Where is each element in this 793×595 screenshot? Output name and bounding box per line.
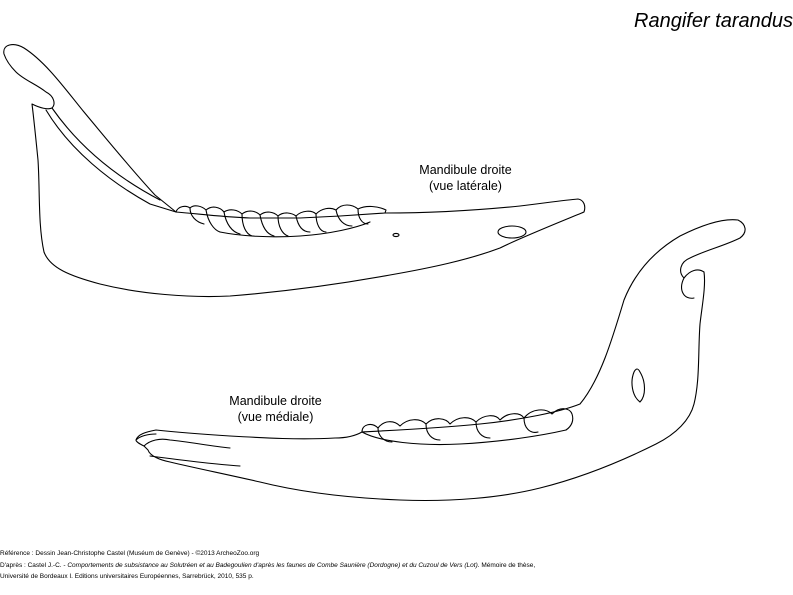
mandible-medial-view <box>135 219 746 502</box>
credits-line2-prefix: D'après : Castel J.-C. - <box>0 561 68 569</box>
label-lateral-view: Mandibule droite (vue latérale) <box>398 162 533 194</box>
species-title: Rangifer tarandus <box>634 10 793 32</box>
label-medial-view: Mandibule droite (vue médiale) <box>208 393 343 425</box>
label-lateral-line2: (vue latérale) <box>429 179 502 193</box>
credits-line3: Université de Bordeaux I. Editions unive… <box>0 573 254 580</box>
lateral-tooth-row <box>175 204 387 217</box>
mandible-lateral-view <box>3 44 586 298</box>
label-medial-line1: Mandibule droite <box>229 394 322 408</box>
credits: Référence : Dessin Jean-Christophe Caste… <box>0 548 793 583</box>
label-lateral-line1: Mandibule droite <box>419 163 512 177</box>
credits-line2-suffix: . Mémoire de thèse, <box>477 561 536 569</box>
medial-tooth-row <box>361 408 574 433</box>
credits-line1: Référence : Dessin Jean-Christophe Caste… <box>0 550 260 557</box>
label-medial-line2: (vue médiale) <box>237 410 314 424</box>
credits-line2: D'après : Castel J.-C. - Comportements d… <box>0 560 793 572</box>
mental-foramen <box>497 225 527 239</box>
credits-line2-title: Comportements de subsistance au Solutrée… <box>67 561 478 569</box>
